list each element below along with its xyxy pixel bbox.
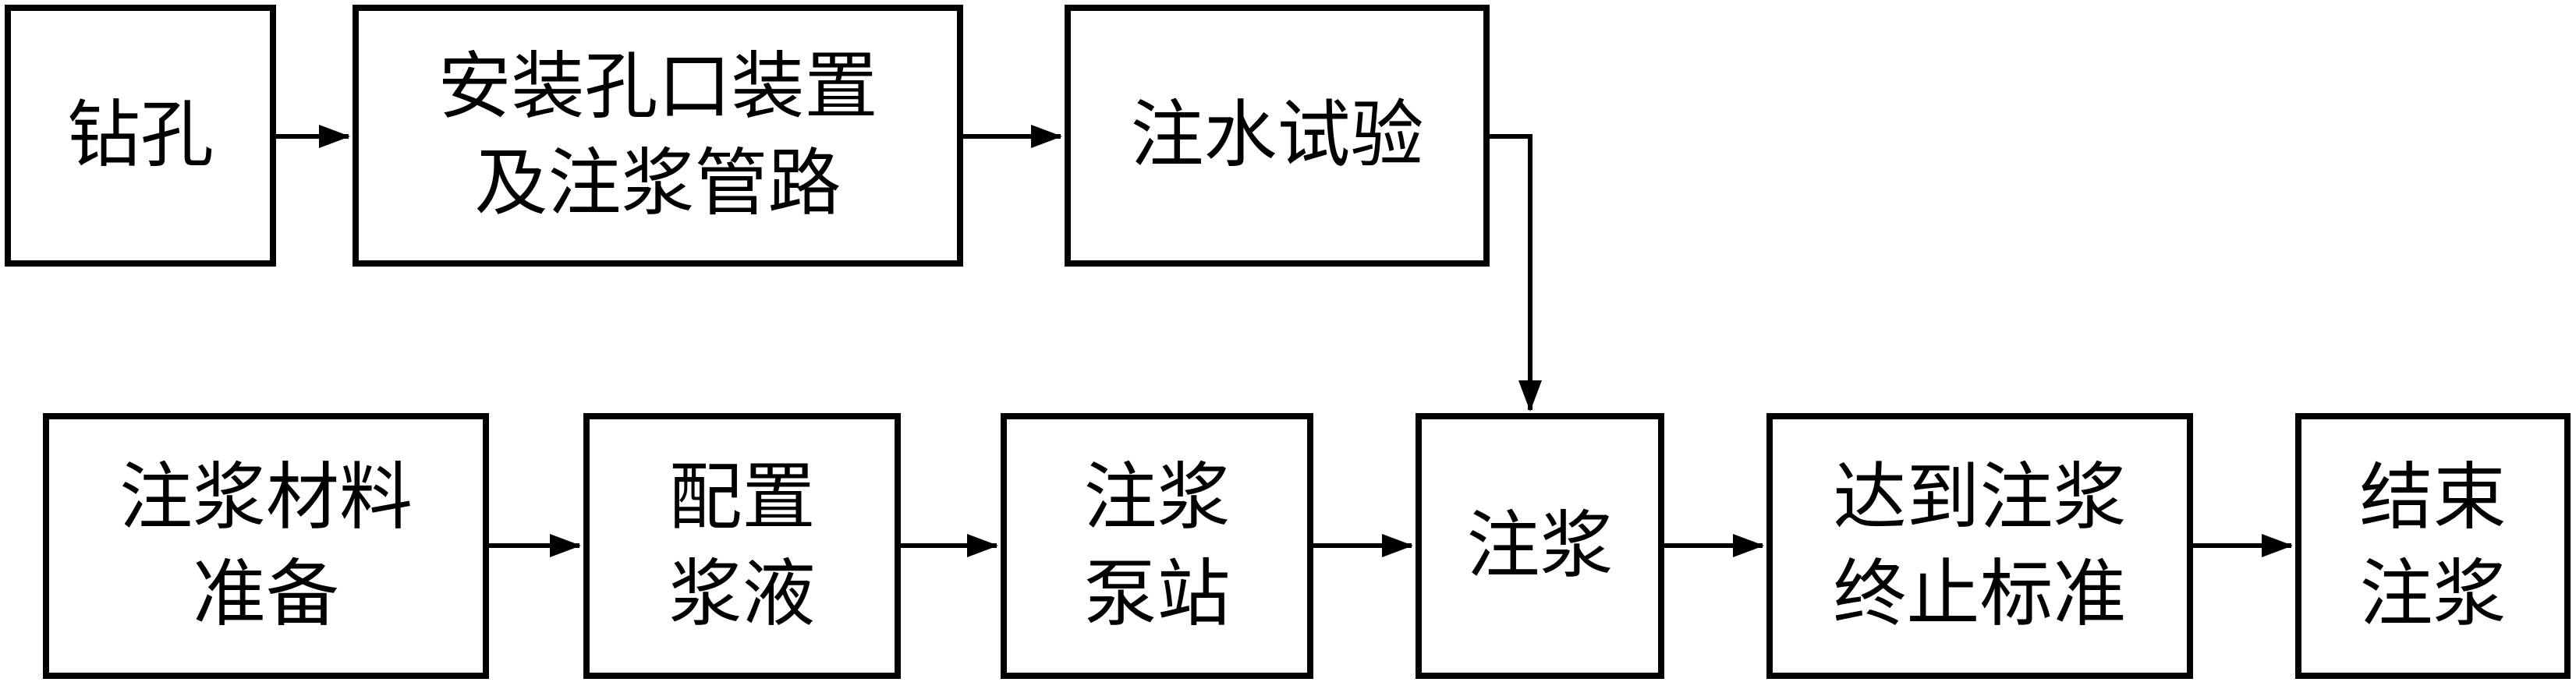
step-water-test-label: 注水试验: [1130, 93, 1424, 178]
arrow-water-test-to-grout: [1490, 134, 1542, 412]
step-mix: 配置 浆液: [583, 413, 901, 679]
step-pump-label-1: 注浆: [1083, 454, 1231, 540]
step-water-test: 注水试验: [1065, 5, 1490, 267]
step-pump-label-2: 泵站: [1083, 551, 1231, 637]
step-install-label-1: 安装孔口装置: [438, 44, 878, 129]
step-grout-label: 注浆: [1466, 503, 1614, 588]
step-drill-label: 钻孔: [66, 93, 214, 178]
step-criteria-label-1: 达到注浆: [1833, 454, 2127, 540]
step-material: 注浆材料 准备: [43, 413, 489, 679]
step-pump: 注浆 泵站: [1001, 413, 1313, 679]
step-material-label-1: 注浆材料: [119, 454, 413, 540]
step-material-label-2: 准备: [192, 551, 339, 637]
step-mix-label-2: 浆液: [668, 551, 816, 637]
step-criteria-label-2: 终止标准: [1833, 551, 2127, 637]
step-end-label-1: 结束: [2359, 454, 2507, 540]
step-end: 结束 注浆: [2295, 413, 2571, 679]
step-criteria: 达到注浆 终止标准: [1766, 413, 2193, 679]
step-drill: 钻孔: [5, 5, 276, 267]
step-grout: 注浆: [1416, 413, 1664, 679]
step-install: 安装孔口装置 及注浆管路: [353, 5, 963, 267]
step-mix-label-1: 配置: [668, 454, 816, 540]
step-end-label-2: 注浆: [2359, 551, 2507, 637]
step-install-label-2: 及注浆管路: [474, 141, 842, 226]
